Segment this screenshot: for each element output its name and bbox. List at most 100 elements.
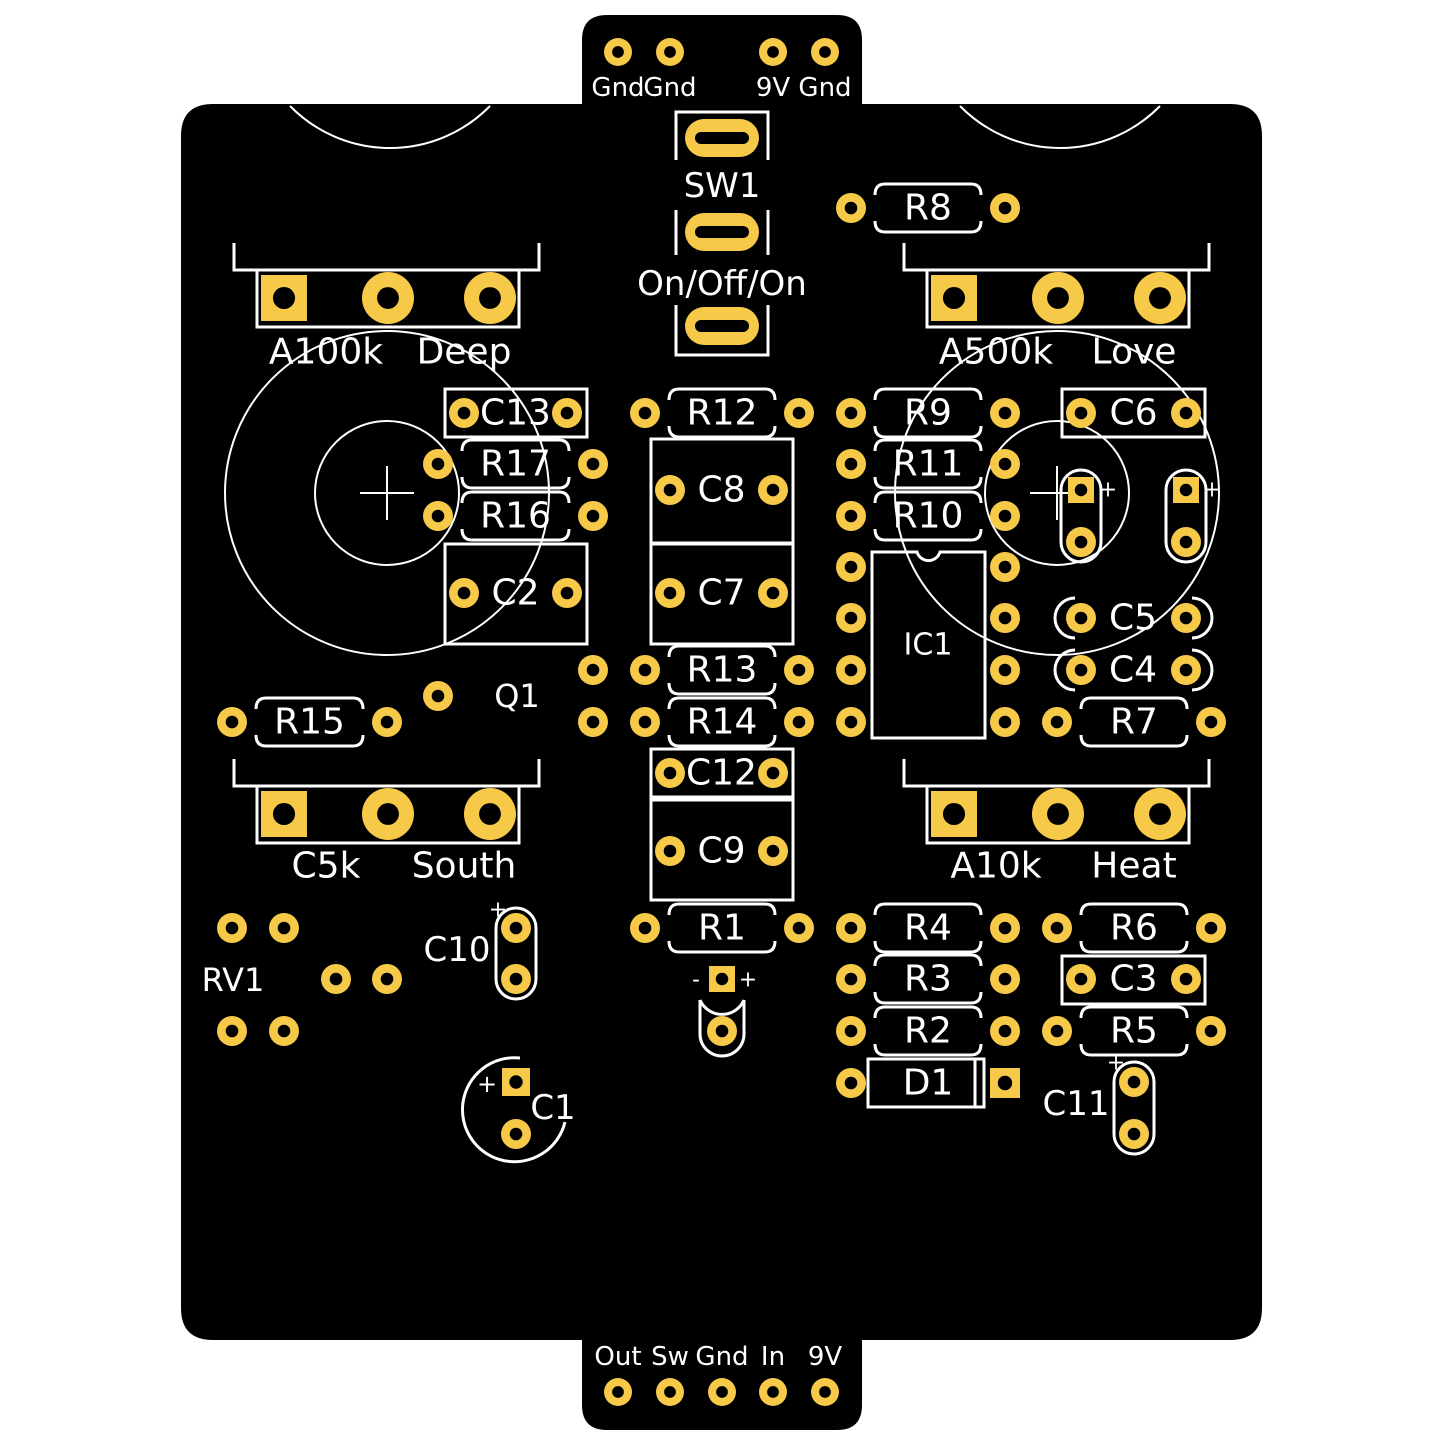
- polarity-mark: +: [477, 1070, 497, 1098]
- mount-circle-left-inner: [314, 420, 460, 566]
- pad-hole: [1050, 1024, 1064, 1038]
- resistor-outline: [1079, 1005, 1189, 1057]
- pad-hole: [819, 46, 831, 58]
- resistor-label: R5: [1110, 1011, 1158, 1052]
- capacitor-outline: [649, 437, 795, 545]
- pad-hole: [663, 766, 677, 780]
- resistor-label: R10: [893, 496, 964, 537]
- pot-body: [925, 784, 1191, 845]
- switch-ref-label: SW1: [684, 166, 761, 206]
- header-label-bottom: Out: [594, 1342, 641, 1372]
- pad-hole: [716, 1386, 728, 1398]
- pad-hole: [1179, 972, 1193, 986]
- pad-hole: [1074, 406, 1088, 420]
- pad-hole: [792, 921, 806, 935]
- resistor-label: R7: [1110, 702, 1158, 743]
- pad-hole: [431, 509, 445, 523]
- pot-body: [255, 784, 521, 845]
- capacitor-label: C6: [1109, 393, 1157, 434]
- pad-hole: [479, 803, 501, 825]
- pad-hole: [998, 457, 1012, 471]
- resistor-outline: [254, 696, 365, 748]
- resistor-outline: [667, 696, 777, 748]
- pad-hole: [998, 509, 1012, 523]
- pad-hole: [767, 46, 779, 58]
- resistor-outline: [667, 644, 777, 696]
- pad-hole: [792, 715, 806, 729]
- pad-hole: [844, 1076, 858, 1090]
- pad-hole: [479, 287, 501, 309]
- pad-hole: [1179, 535, 1193, 549]
- resistor-label: R2: [904, 1011, 952, 1052]
- pad-hole: [1204, 921, 1218, 935]
- header-label-top: Gnd: [643, 73, 696, 103]
- pad-hole: [792, 663, 806, 677]
- pad-hole: [942, 286, 966, 310]
- pad-hole: [638, 921, 652, 935]
- capacitor-label: C12: [686, 753, 757, 794]
- pad-hole: [844, 921, 858, 935]
- capacitor-label: C13: [480, 393, 551, 434]
- resistor-label: R13: [687, 650, 758, 691]
- pad-hole: [998, 663, 1012, 677]
- pad-hole: [329, 972, 343, 986]
- pad-hole: [225, 1024, 239, 1038]
- polarity-mark: +: [1099, 478, 1117, 503]
- diode-label: D1: [903, 1063, 954, 1104]
- silkscreen-layer: [224, 105, 1220, 1164]
- polarity-mark: +: [739, 968, 757, 993]
- switch-value-label: On/Off/On: [637, 264, 807, 304]
- resistor-label: R6: [1110, 908, 1158, 949]
- pad-hole: [612, 46, 624, 58]
- pad-hole: [1179, 611, 1193, 625]
- pad-hole: [380, 972, 394, 986]
- pad-hole: [586, 457, 600, 471]
- pot-name-label: South: [412, 846, 517, 887]
- pad-hole: [1074, 611, 1088, 625]
- pot-name-label: Deep: [417, 332, 512, 373]
- polarity-mark: +: [1203, 478, 1221, 503]
- resistor-outline: [873, 953, 983, 1005]
- pad-hole: [844, 509, 858, 523]
- resistor-label: R1: [698, 908, 746, 949]
- resistor-label: R11: [893, 444, 964, 485]
- ic-label: IC1: [904, 628, 953, 663]
- pad-hole: [1179, 406, 1193, 420]
- pad-hole: [457, 406, 471, 420]
- capacitor-outline: [443, 542, 589, 646]
- pad-hole: [844, 972, 858, 986]
- pad-hole: [377, 287, 399, 309]
- resistor-label: R17: [480, 444, 551, 485]
- polarity-mark: +: [1107, 1051, 1125, 1076]
- mount-circle-right-inner: [984, 420, 1130, 566]
- pad-hole: [844, 611, 858, 625]
- capacitor-label: C5: [1109, 598, 1157, 639]
- resistor-label: R15: [274, 702, 345, 743]
- pad-hole: [792, 406, 806, 420]
- pad-hole: [766, 766, 780, 780]
- resistor-outline: [873, 182, 983, 234]
- resistor-label: R3: [904, 959, 952, 1000]
- pad-slot: [695, 320, 749, 332]
- electrolytic-outline: [698, 999, 746, 1016]
- pad-hole: [664, 1386, 676, 1398]
- capacitor-label: C10: [423, 930, 490, 970]
- resistor-outline: [1079, 902, 1189, 954]
- capacitor-label: C1: [530, 1088, 575, 1128]
- pad-hole: [1204, 715, 1218, 729]
- pad-hole: [638, 715, 652, 729]
- pad-hole: [638, 406, 652, 420]
- pad-hole: [377, 803, 399, 825]
- electrolytic-outline: [494, 906, 538, 1001]
- resistor-outline: [667, 387, 777, 439]
- pad-hole: [844, 457, 858, 471]
- pad-hole: [1074, 535, 1088, 549]
- resistor-label: R9: [904, 393, 952, 434]
- header-label-top: Gnd: [798, 73, 851, 103]
- pad-hole: [998, 201, 1012, 215]
- header-label-bottom: 9V: [808, 1342, 843, 1372]
- electrolytic-outline: [1112, 1060, 1156, 1156]
- capacitor-outline: [649, 798, 795, 902]
- pot-body: [925, 268, 1191, 329]
- electrolytic-outline: [1164, 468, 1208, 564]
